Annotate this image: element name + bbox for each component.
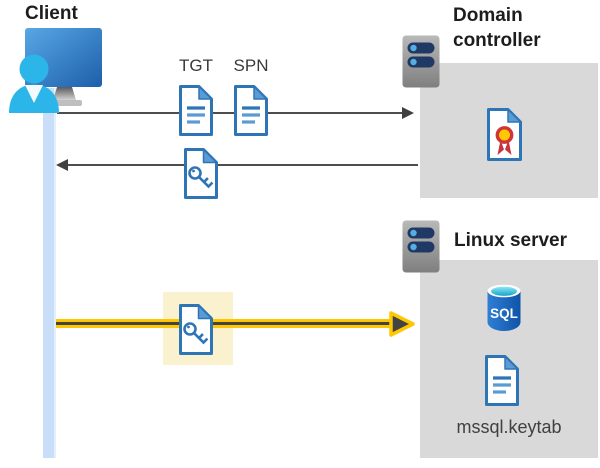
spn-document-icon (234, 85, 268, 136)
tgt-label: TGT (179, 56, 213, 75)
response-arrow-line (66, 164, 418, 166)
domain-controller-server-icon (402, 35, 440, 88)
person-icon (9, 54, 59, 113)
client-title: Client (25, 3, 78, 24)
domain-controller-title: Domain controller (453, 5, 541, 51)
tgt-document-icon (179, 85, 213, 136)
keytab-label: mssql.keytab (456, 417, 562, 437)
certificate-icon (487, 108, 522, 161)
client-icon (9, 28, 102, 113)
response-arrowhead (56, 159, 68, 171)
linux-server-title: Linux server (454, 230, 567, 251)
auth-arrow-line (56, 319, 390, 328)
sql-database-icon: SQL (487, 284, 521, 331)
request-arrow-line (57, 112, 404, 114)
request-arrowhead (402, 107, 414, 119)
keytab-document-icon (485, 355, 519, 406)
highlighted-key-document-icon (179, 304, 213, 355)
linux-server-icon (402, 220, 440, 273)
auth-arrowhead (389, 311, 415, 337)
key-document-icon (184, 148, 218, 199)
spn-label: SPN (233, 56, 269, 75)
sql-label: SQL (490, 306, 518, 321)
client-lifeline (43, 88, 56, 458)
